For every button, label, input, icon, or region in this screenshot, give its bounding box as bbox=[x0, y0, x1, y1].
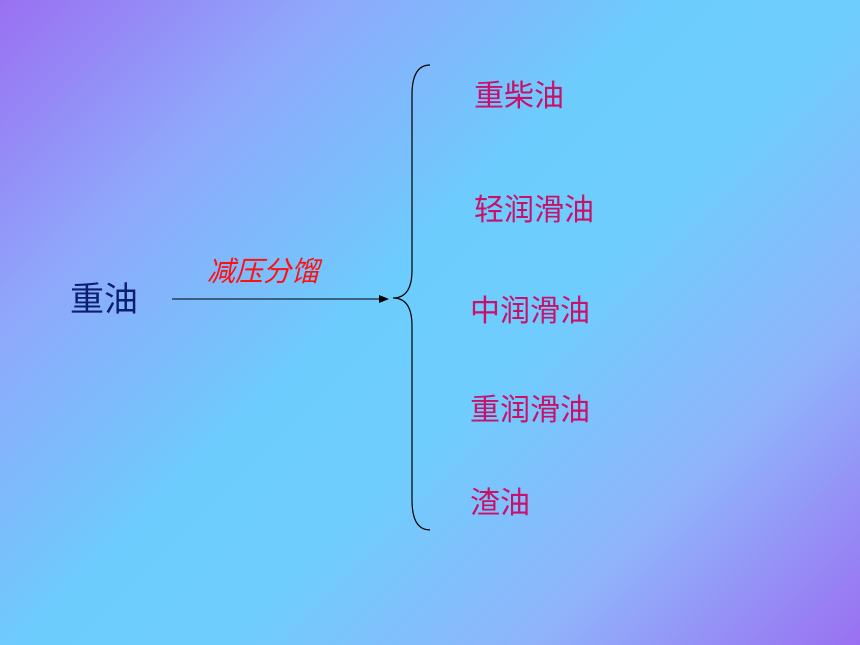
product-label: 中润滑油 bbox=[470, 294, 590, 329]
product-label: 重柴油 bbox=[474, 79, 564, 114]
product-label: 轻润滑油 bbox=[474, 193, 594, 228]
product-label: 重润滑油 bbox=[470, 393, 590, 428]
source-label: 重油 bbox=[70, 280, 138, 320]
product-label: 渣油 bbox=[470, 486, 530, 521]
products-brace bbox=[392, 64, 431, 531]
process-label: 减压分馏 bbox=[207, 255, 320, 288]
